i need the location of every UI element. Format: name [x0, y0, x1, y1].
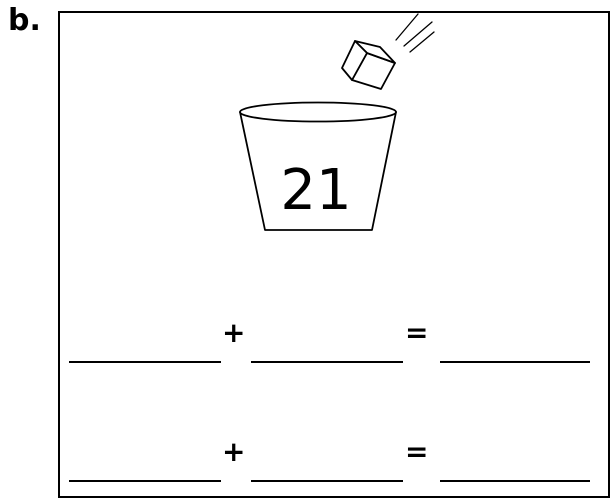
sum-blank[interactable]	[440, 480, 590, 482]
addend-blank[interactable]	[251, 480, 403, 482]
addend-blank[interactable]	[251, 361, 403, 363]
motion-lines-icon	[396, 14, 434, 52]
sum-blank[interactable]	[440, 361, 590, 363]
equals-sign: =	[405, 438, 428, 466]
equation-row: + =	[0, 303, 613, 363]
plus-sign: +	[222, 438, 245, 466]
equals-sign: =	[405, 319, 428, 347]
equation-row: + =	[0, 422, 613, 482]
plus-sign: +	[222, 319, 245, 347]
bucket-number: 21	[280, 158, 351, 223]
addend-blank[interactable]	[69, 361, 221, 363]
addend-blank[interactable]	[69, 480, 221, 482]
falling-cube-icon	[342, 41, 395, 89]
